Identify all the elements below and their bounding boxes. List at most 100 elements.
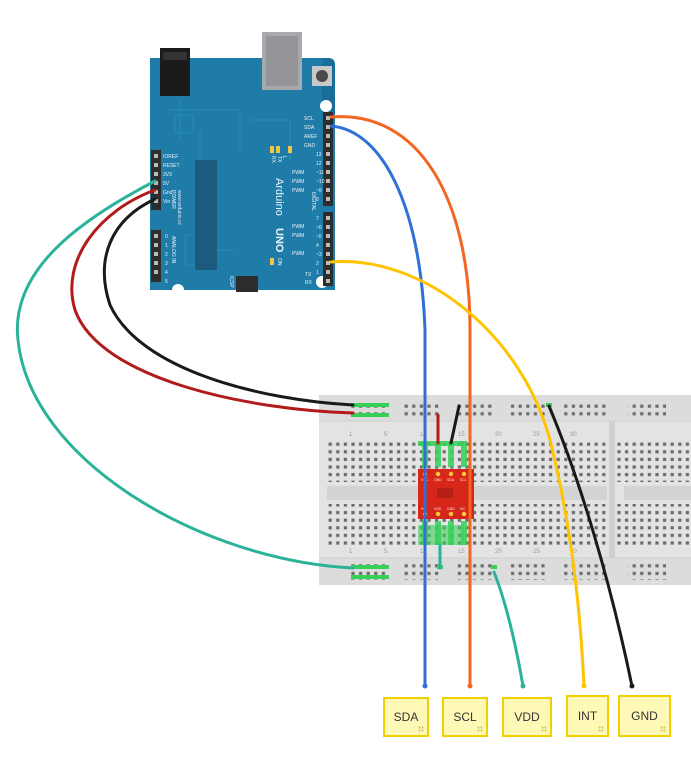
arduino-model-text: UNO [273,228,285,253]
5v-power-wire [70,188,355,415]
lower-terminal-holes [325,504,691,546]
scl-label: SCL [453,710,477,724]
digital-pin-label: 0 [316,279,319,285]
column-number: 25 [533,549,540,555]
power-pin-label: RESET [163,163,180,169]
digital-pin-label: 1 [316,270,319,276]
sda-label-tag: SDA [383,697,429,737]
arduino-brand-text: Arduino [273,178,285,216]
power-label: POWER [170,190,176,209]
digital-pin-label: ~10 [316,179,325,185]
analog-pin-label: 3 [165,261,168,267]
digital-pin-label: ~3 [316,252,322,258]
wire-end-dot [422,683,428,689]
column-number: 20 [495,549,502,555]
column-number: 1 [349,432,353,438]
led-label: L [281,156,287,159]
analog-pin-label: 0 [165,234,168,240]
column-number: 5 [384,549,388,555]
digital-pin-label: ~6 [316,225,322,231]
pwm-label: PWM [292,179,304,185]
scl-wire [329,115,472,688]
digital-upper-labels: 13 12 ~11 ~10 ~9 8 [316,152,325,203]
column-number: 30 [570,432,577,438]
pwm-label: PWM [292,233,304,239]
icsp-header [236,276,258,292]
power-pin-label: 3V3 [163,172,172,178]
pwm-label: PWM [292,251,304,257]
status-leds [270,146,292,265]
digital-label: DIGITAL [310,192,316,211]
vdd-label: VDD [514,710,540,724]
black-jumper [449,404,461,445]
top-header-pin-label: SCL [304,116,314,122]
digital-pin-label: ~5 [316,234,322,240]
analog-pin-label: 5 [165,279,168,285]
arduino-site-text: www.arduino.cc [176,190,182,226]
column-number: 15 [458,549,465,555]
analog-in-label: ANALOG IN [170,236,176,264]
wire-end-dot [520,683,526,689]
digital-pin-label: 13 [316,152,322,158]
icsp-label: ICSP [228,276,234,288]
digital-lower-labels: 7 ~6 ~5 4 ~3 2 1 0 [316,216,322,285]
power-pin-label: IOREF [163,154,178,160]
digital-pin-label: 7 [316,216,319,222]
module-pin-label: GND [447,507,455,511]
module-pin-label: VDD [434,507,442,511]
wires [15,115,635,689]
digital-pin-label: ~11 [316,170,324,176]
top-header-pin-label: SDA [304,125,315,131]
module-pin-label: NC [460,507,466,511]
bottom-digital-header [323,212,333,286]
column-number: 30 [570,549,577,555]
digital-pin-label: 12 [316,161,322,167]
digital-pin-label: 4 [316,243,319,249]
led-label: RX [270,156,276,164]
column-number: 5 [384,432,388,438]
digital-pin-label: 8 [316,197,319,203]
scl-label-tag: SCL [442,697,488,737]
gnd-label: GND [631,709,658,723]
digital-pin-label: ~9 [316,188,322,194]
pwm-label: PWM [292,188,304,194]
column-number: 1 [349,549,353,555]
column-number: 25 [533,432,540,438]
vdd-label-tag: VDD [502,697,552,737]
wire-end-points [422,683,635,689]
top-header-pin-label: GND [304,143,316,149]
power-pin-label: 5V [163,181,170,187]
wire-end-dot [467,683,473,689]
module-pin-label: GND [434,478,442,482]
int-label-tag: INT [566,695,609,737]
arduino-uno-board: Arduino UNO www.arduino.cc ON ICSP POWER… [150,32,335,296]
analog-pin-label: 1 [165,243,168,249]
top-header-pin-label: AREF [304,134,317,140]
pwm-labels: PWM PWM PWM PWM PWM PWM [292,170,304,257]
3v3-power-wire [15,179,355,570]
rx-pin-label: RX [305,280,313,286]
power-pin-label: Vin [163,199,170,205]
digital-pin-label: 2 [316,261,319,267]
analog-pin-labels: 0 1 2 3 4 5 [165,234,168,285]
int-label: INT [577,709,598,723]
wire-end-dot [581,683,587,689]
top-digital-header [323,112,333,206]
pwm-label: PWM [292,170,304,176]
analog-pin-label: 2 [165,252,168,258]
upper-terminal-holes [325,440,691,482]
module-pin-label: SDA [447,478,455,482]
pwm-label: PWM [292,224,304,230]
ground-wire-left [102,197,355,407]
analog-pin-label: 4 [165,270,168,276]
wire-end-dot [629,683,635,689]
column-number: 15 [458,432,465,438]
module-pin-label: SCL [460,478,467,482]
led-label: TX [276,156,282,163]
on-label: ON [276,258,282,266]
vdd-wire [492,570,525,688]
